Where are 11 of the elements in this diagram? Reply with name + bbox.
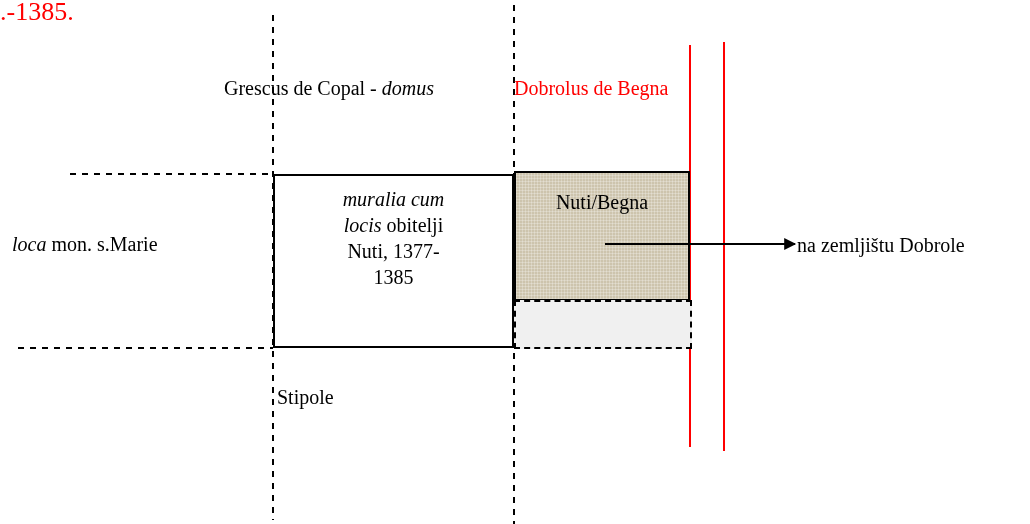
place-label: Stipole [277, 385, 334, 409]
plot-label: loca mon. s.Marie [12, 232, 158, 256]
plot-box [273, 174, 514, 348]
year-label: .-1385. [0, 0, 74, 24]
owner-label: Dobrolus de Begna [514, 76, 669, 100]
textured-plot-box [514, 171, 690, 301]
place-label: na zemljištu Dobrole [797, 233, 966, 258]
arrow [604, 238, 797, 250]
dashed-plot-box [514, 300, 692, 349]
plot-label: muralia cum locis obitelji Nuti, 1377-1385 [341, 187, 446, 290]
plot-label: Nuti/Begna [554, 190, 650, 215]
